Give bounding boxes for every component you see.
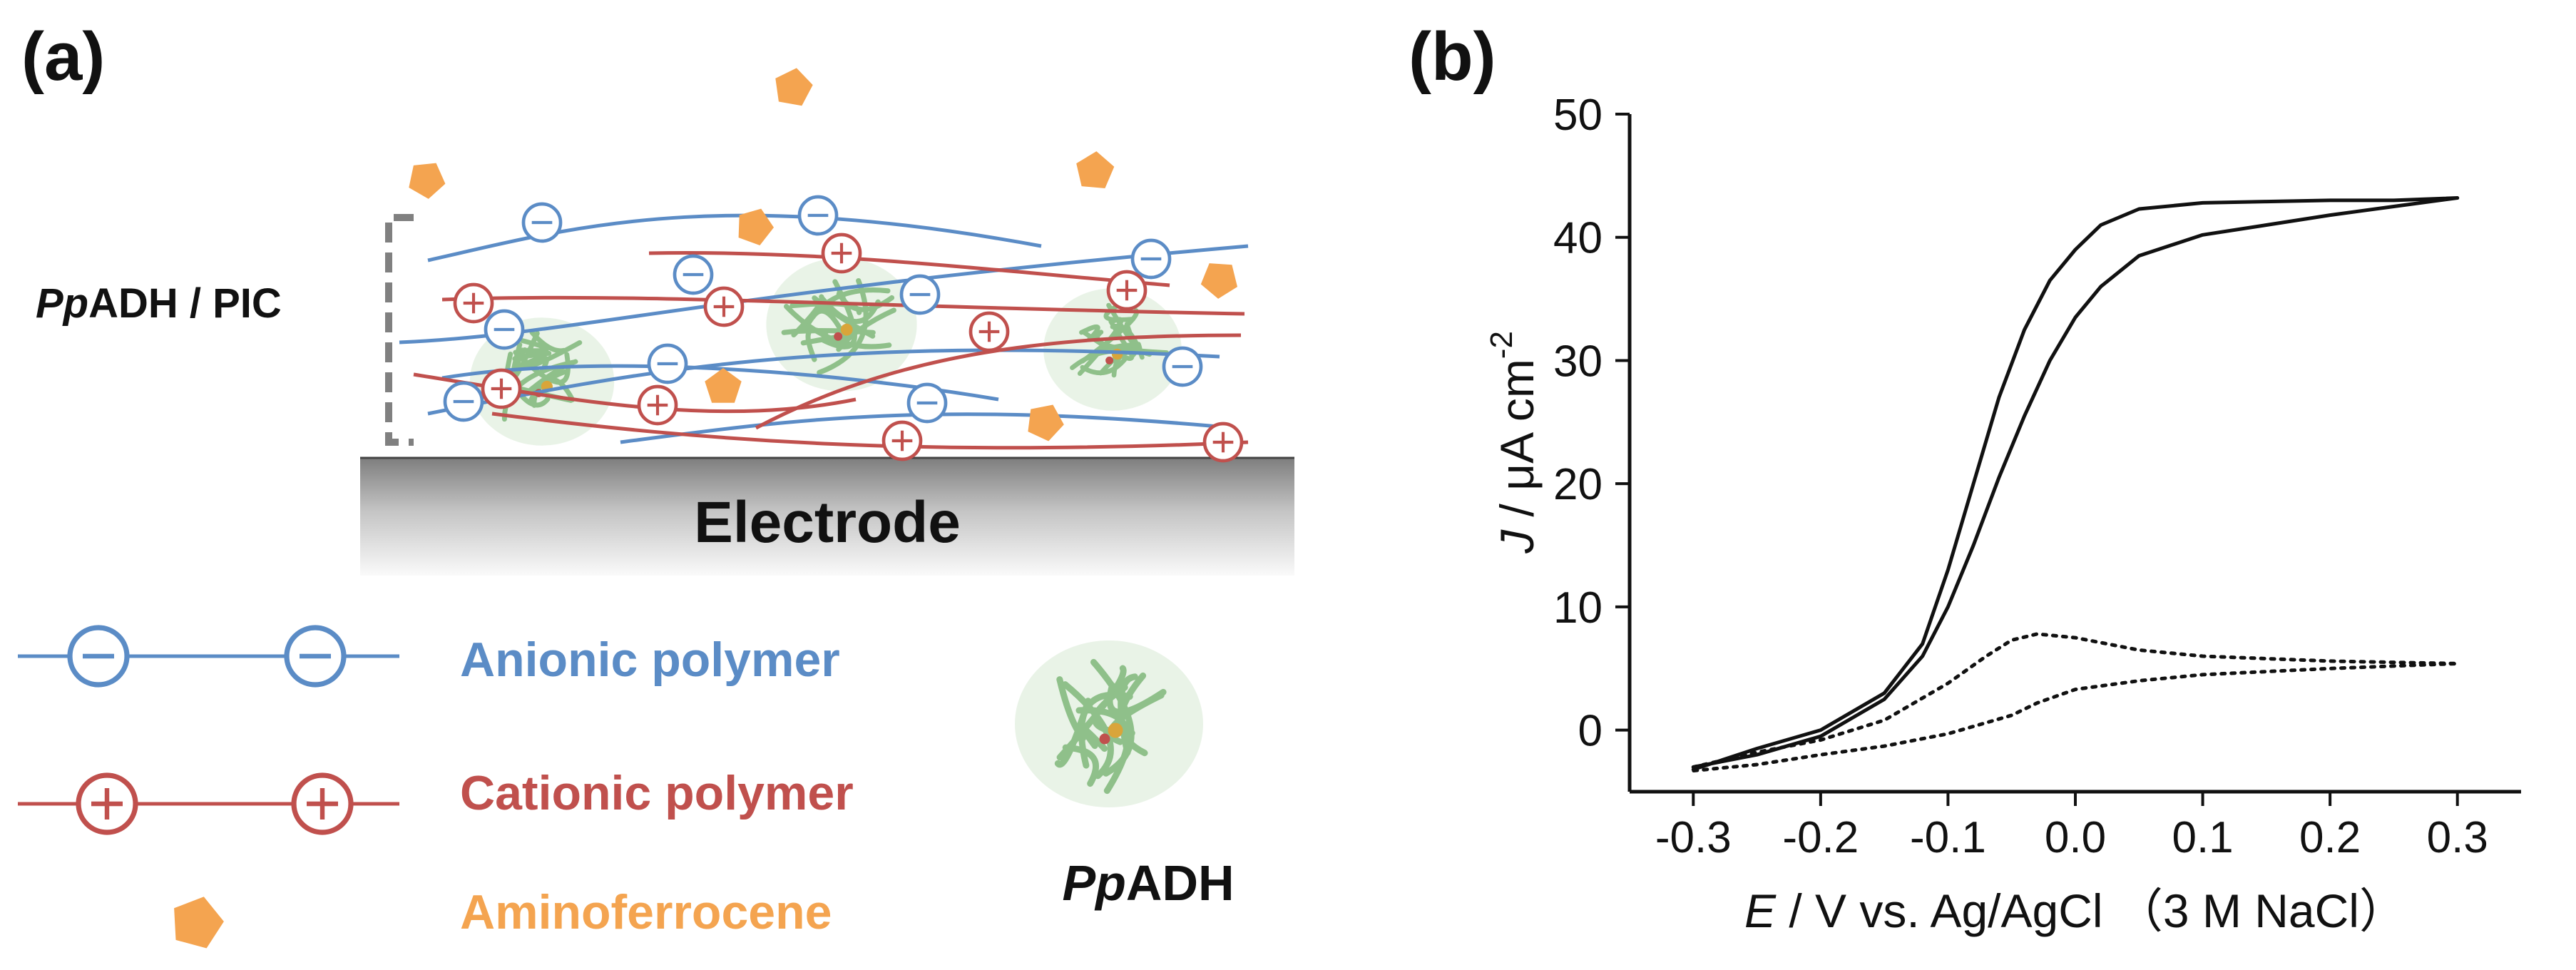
anion-charge-icon [67,625,130,688]
anion-charge-icon [906,382,948,424]
cation-charge-icon [968,311,1010,352]
x-tick-label: 0.3 [2427,813,2488,862]
legend-cationic-label: Cationic polymer [460,766,854,820]
anion-charge-icon [797,195,839,236]
bracket-label: PpADH / PIC [36,280,282,327]
legend-enzyme-label: PpADH [1062,855,1234,911]
legend: Anionic polymer Cationic polymer Aminofe… [18,625,1235,949]
mediator-icon [174,897,224,949]
cv-curves [1691,196,2460,773]
mediator-icon [1076,151,1115,188]
anion-charge-icon [521,202,563,243]
panel-a-label: (a) [21,19,105,95]
layer-bracket [385,214,414,446]
y-tick-label: 20 [1553,460,1603,509]
anion-charge-icon [673,254,714,295]
electrode-label: Electrode [694,490,961,555]
cation-charge-icon [1106,270,1148,311]
cation-charge-icon [637,384,678,426]
cation-charge-icon [821,233,862,274]
enzyme-icon [1015,640,1203,807]
y-tick-label: 0 [1578,707,1603,756]
anion-charge-icon [443,381,484,422]
cation-charge-icon [291,772,354,835]
mediator-icon [409,163,446,199]
cv-plot: -0.3 -0.2 -0.1 0.0 0.1 0.2 0.3 0 10 20 30 40 50 J / … [1484,91,2521,937]
legend-mediator-icon [174,897,224,949]
panel-b-label: (b) [1409,19,1496,95]
anion-charge-icon [484,309,525,350]
mediator-layer [409,68,1237,441]
cation-charge-icon [453,282,494,324]
anion-charge-icon [284,625,347,688]
panel-a: (a) PpADH / PIC Electrode [18,19,1294,949]
cationic-chain [755,333,1242,430]
mediator-icon [775,68,813,106]
y-tick-label: 10 [1553,583,1603,633]
cation-charge-icon [881,420,923,461]
y-tick-label: 30 [1553,337,1603,386]
cationic-chain [441,295,1245,316]
x-tick-label: 0.1 [2172,813,2233,862]
cation-charge-icon [703,286,745,327]
mediator-icon [1200,263,1237,299]
anion-charge-icon [1130,238,1172,280]
polymer-chains [399,213,1249,450]
y-tick-label: 50 [1553,91,1603,140]
cationic-chain [491,412,1249,450]
x-tick-label: -0.2 [1782,813,1859,862]
charge-layer [443,195,1244,463]
panel-b: (b) -0.3 -0.2 -0.1 0.0 0.1 0.2 0.3 0 10 20 30 40 50 … [1409,19,2521,937]
cv-curve-solid [1691,196,2460,772]
cation-charge-icon [76,772,138,835]
mediator-icon [1028,404,1064,441]
cv-curve-dotted [1691,632,2460,773]
anion-charge-icon [899,274,941,315]
y-axis-label: J / μA cm-2 [1484,331,1543,554]
cation-charge-icon [1202,422,1244,463]
mediator-icon [738,208,774,245]
anionic-chain [620,412,1235,444]
legend-mediator-label: Aminoferrocene [460,885,832,939]
legend-enzyme-icon [1015,640,1203,807]
electrode-slab [360,458,1294,576]
legend-anionic-label: Anionic polymer [460,633,840,687]
axis-ticks: -0.3 -0.2 -0.1 0.0 0.1 0.2 0.3 0 10 20 30 40 50 [1553,91,2488,862]
x-axis-label: E / V vs. Ag/AgCl （3 M NaCl） [1744,884,2406,937]
anion-charge-icon [1162,346,1203,387]
x-tick-label: -0.1 [1910,813,1986,862]
x-tick-label: 0.0 [2045,813,2106,862]
x-tick-label: 0.2 [2299,813,2361,862]
y-tick-label: 40 [1553,214,1603,263]
cation-charge-icon [481,368,522,409]
cationic-chain [648,250,1170,287]
x-tick-label: -0.3 [1655,813,1732,862]
anionic-chain [427,348,1220,416]
legend-cationic-charges [76,772,354,835]
mediator-icon [705,368,742,403]
anionic-chain [399,244,1249,344]
anion-charge-icon [647,343,688,384]
legend-anionic-charges [67,625,347,688]
anionic-chain [427,213,1042,262]
